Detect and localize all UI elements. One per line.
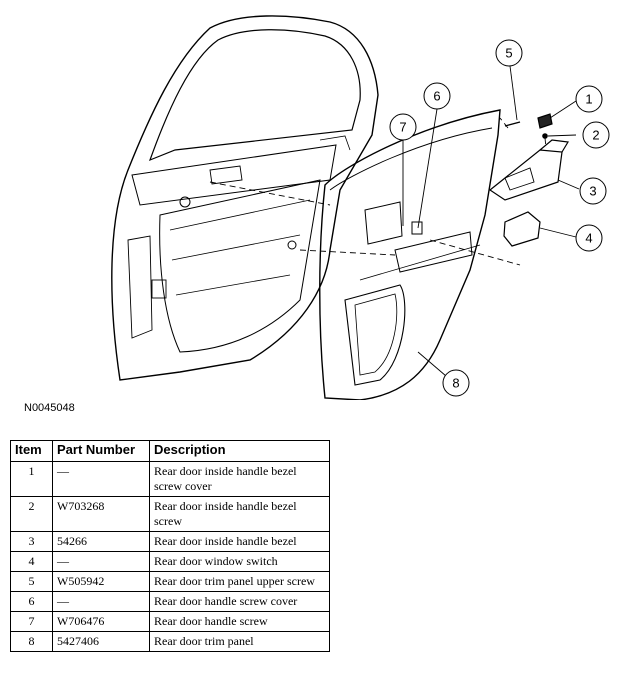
table-row: 2 W703268 Rear door inside handle bezel … bbox=[10, 496, 330, 532]
cell-item: 3 bbox=[10, 531, 53, 552]
cell-item: 4 bbox=[10, 551, 53, 572]
assembly-lines bbox=[209, 117, 547, 266]
cell-part-number: — bbox=[52, 551, 150, 572]
cell-description: Rear door trim panel bbox=[149, 631, 330, 652]
cell-part-number: — bbox=[52, 591, 150, 612]
cell-item: 8 bbox=[10, 631, 53, 652]
cell-description: Rear door handle screw cover bbox=[149, 591, 330, 612]
callout-2: 2 bbox=[582, 121, 610, 149]
cell-item: 5 bbox=[10, 571, 53, 592]
cell-part-number: 54266 bbox=[52, 531, 150, 552]
svg-text:1: 1 bbox=[585, 92, 592, 107]
cell-part-number: — bbox=[52, 461, 150, 497]
callout-6: 6 bbox=[423, 82, 451, 110]
cell-description: Rear door inside handle bezel screw cove… bbox=[149, 461, 330, 497]
exploded-view-diagram: 1 2 3 4 5 6 7 8 bbox=[111, 15, 610, 400]
svg-text:5: 5 bbox=[505, 46, 512, 61]
table-header-row: Item Part Number Description bbox=[10, 440, 330, 462]
svg-text:8: 8 bbox=[452, 376, 459, 391]
cell-description: Rear door inside handle bezel screw bbox=[149, 496, 330, 532]
svg-text:7: 7 bbox=[399, 120, 406, 135]
callout-8: 8 bbox=[442, 369, 470, 397]
leader-lines bbox=[402, 65, 580, 377]
svg-text:6: 6 bbox=[433, 89, 440, 104]
callout-3: 3 bbox=[579, 177, 607, 205]
cell-description: Rear door window switch bbox=[149, 551, 330, 572]
parts-table: Item Part Number Description 1 — Rear do… bbox=[10, 440, 330, 652]
cell-part-number: W703268 bbox=[52, 496, 150, 532]
cell-description: Rear door handle screw bbox=[149, 611, 330, 632]
callout-5: 5 bbox=[495, 39, 523, 67]
table-row: 1 — Rear door inside handle bezel screw … bbox=[10, 461, 330, 497]
cell-item: 1 bbox=[10, 461, 53, 497]
header-item: Item bbox=[10, 440, 53, 462]
callout-7: 7 bbox=[389, 113, 417, 141]
cell-item: 6 bbox=[10, 591, 53, 612]
svg-text:3: 3 bbox=[589, 184, 596, 199]
small-parts-illustration bbox=[488, 113, 569, 247]
cell-part-number: W505942 bbox=[52, 571, 150, 592]
table-row: 4 — Rear door window switch bbox=[10, 551, 330, 572]
cell-item: 7 bbox=[10, 611, 53, 632]
callout-1: 1 bbox=[575, 85, 603, 113]
table-row: 3 54266 Rear door inside handle bezel bbox=[10, 531, 330, 552]
cell-item: 2 bbox=[10, 496, 53, 532]
cell-description: Rear door inside handle bezel bbox=[149, 531, 330, 552]
figure-id: N0045048 bbox=[24, 402, 75, 414]
door-frame-illustration bbox=[111, 15, 379, 381]
cell-part-number: W706476 bbox=[52, 611, 150, 632]
cell-part-number: 5427406 bbox=[52, 631, 150, 652]
cell-description: Rear door trim panel upper screw bbox=[149, 571, 330, 592]
trim-panel-illustration bbox=[319, 109, 501, 400]
header-description: Description bbox=[149, 440, 330, 462]
table-row: 6 — Rear door handle screw cover bbox=[10, 591, 330, 612]
table-row: 7 W706476 Rear door handle screw bbox=[10, 611, 330, 632]
svg-text:2: 2 bbox=[592, 128, 599, 143]
callout-4: 4 bbox=[575, 224, 603, 252]
svg-text:4: 4 bbox=[585, 231, 592, 246]
table-row: 8 5427406 Rear door trim panel bbox=[10, 631, 330, 652]
table-row: 5 W505942 Rear door trim panel upper scr… bbox=[10, 571, 330, 592]
header-part-number: Part Number bbox=[52, 440, 150, 462]
